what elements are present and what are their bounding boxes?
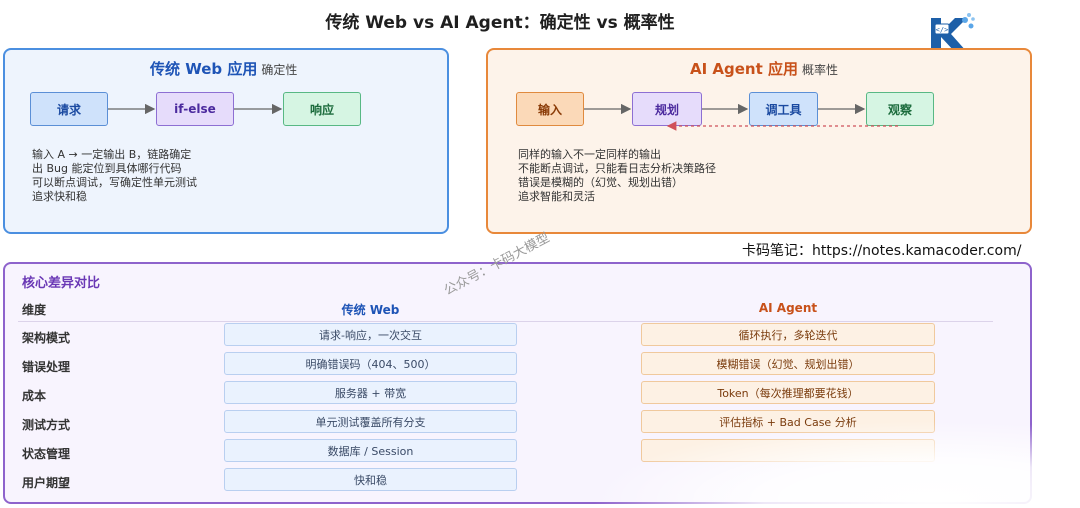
web-note: 追求快和稳 (32, 190, 87, 203)
web-app-panel (3, 48, 449, 234)
comparison-title: 核心差异对比 (22, 276, 101, 291)
row-dimension: 状态管理 (22, 447, 71, 461)
web-node-response: 响应 (283, 92, 361, 126)
fade-overlay (590, 420, 1080, 508)
row-dimension: 错误处理 (22, 360, 71, 374)
row-ai-cell: Token（每次推理都要花钱） (641, 381, 935, 404)
page-title: 传统 Web vs AI Agent：确定性 vs 概率性 (325, 13, 675, 33)
row-web-cell: 明确错误码（404、500） (224, 352, 517, 375)
web-node-if-else: if-else (156, 92, 234, 126)
web-note: 可以断点调试，写确定性单元测试 (32, 176, 197, 189)
row-web-cell: 请求-响应，一次交互 (224, 323, 517, 346)
row-dimension: 架构模式 (22, 331, 71, 345)
header-dimension: 维度 (22, 303, 47, 317)
ai-node-observe: 观察 (866, 92, 934, 126)
row-ai-cell: 循环执行，多轮迭代 (641, 323, 935, 346)
ai-note: 错误是模糊的（幻觉、规划出错） (518, 176, 683, 189)
row-web-cell: 快和稳 (224, 468, 517, 491)
ai-panel-title: AI Agent 应用概率性 (690, 58, 838, 79)
web-panel-title: 传统 Web 应用确定性 (150, 58, 297, 79)
svg-text:</>: </> (936, 26, 949, 34)
header-divider (18, 321, 993, 322)
ai-note: 不能断点调试，只能看日志分析决策路径 (518, 162, 716, 175)
row-dimension: 成本 (22, 389, 47, 403)
row-dimension: 用户期望 (22, 476, 71, 490)
ai-node-call-tool: 调工具 (749, 92, 818, 126)
web-note: 出 Bug 能定位到具体哪行代码 (32, 162, 182, 175)
ai-panel-subtitle: 概率性 (802, 63, 839, 77)
row-dimension: 测试方式 (22, 418, 71, 432)
web-node-request: 请求 (30, 92, 108, 126)
ai-note: 追求智能和灵活 (518, 190, 595, 203)
kamacoder-logo: </> (931, 13, 975, 52)
row-web-cell: 单元测试覆盖所有分支 (224, 410, 517, 433)
brand-link-text: 卡码笔记：https://notes.kamacoder.com/ (742, 243, 1022, 259)
ai-node-plan: 规划 (632, 92, 702, 126)
web-notes: 输入 A → 一定输出 B，链路确定 出 Bug 能定位到具体哪行代码 可以断点… (32, 148, 197, 204)
header-ai: AI Agent (758, 301, 818, 315)
ai-panel-title-text: AI Agent 应用 (690, 60, 799, 78)
web-note: 输入 A → 一定输出 B，链路确定 (32, 148, 192, 161)
ai-notes: 同样的输入不一定同样的输出 不能断点调试，只能看日志分析决策路径 错误是模糊的（… (518, 148, 716, 204)
ai-note: 同样的输入不一定同样的输出 (518, 148, 661, 161)
header-web: 传统 Web (341, 303, 400, 317)
row-web-cell: 数据库 / Session (224, 439, 517, 462)
ai-agent-panel (486, 48, 1032, 234)
row-ai-cell: 模糊错误（幻觉、规划出错） (641, 352, 935, 375)
web-panel-subtitle: 确定性 (261, 63, 298, 77)
web-panel-title-text: 传统 Web 应用 (150, 60, 258, 78)
ai-node-input: 输入 (516, 92, 584, 126)
row-web-cell: 服务器 + 带宽 (224, 381, 517, 404)
